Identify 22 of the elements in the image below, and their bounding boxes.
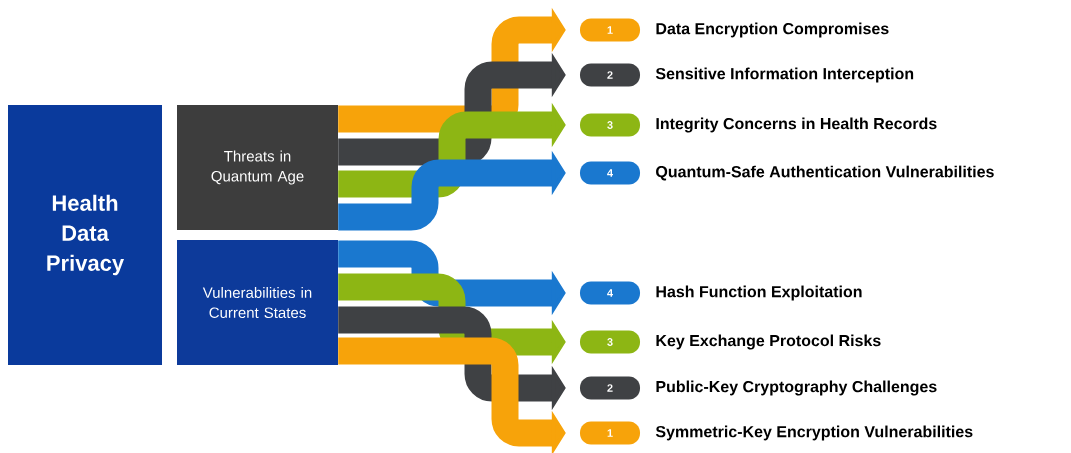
- title-box: Health Data Privacy: [8, 105, 162, 365]
- ribbon-arrow: [338, 102, 566, 198]
- number-badge: 1: [580, 18, 640, 42]
- item-title: Sensitive Information Interception: [655, 67, 914, 83]
- item-title: Hash Function Exploitation: [656, 285, 862, 301]
- item-title: Symmetric-Key Encryption Vulnerabilities: [655, 425, 973, 441]
- item-title: Integrity Concerns in Health Records: [656, 117, 937, 133]
- item-title: Public-Key Cryptography Challenges: [656, 380, 937, 396]
- item-title: Data Encryption Compromises: [656, 22, 889, 38]
- ribbon-arrow: [338, 52, 566, 166]
- item-title: Key Exchange Protocol Risks: [656, 334, 881, 350]
- number-badge: 1: [580, 421, 640, 445]
- number-badge: 3: [580, 330, 640, 354]
- number-badge: 2: [580, 63, 640, 87]
- number-badge: 4: [580, 161, 640, 185]
- ribbon-arrow: [338, 7, 566, 133]
- category-box: Vulnerabilities in Current States: [177, 240, 338, 365]
- category-box: Threats in Quantum Age: [177, 105, 338, 230]
- number-badge: 4: [580, 281, 640, 305]
- number-badge: 2: [580, 376, 640, 400]
- item-title: Quantum-Safe Authentication Vulnerabilities: [656, 165, 994, 181]
- number-badge: 3: [580, 113, 640, 137]
